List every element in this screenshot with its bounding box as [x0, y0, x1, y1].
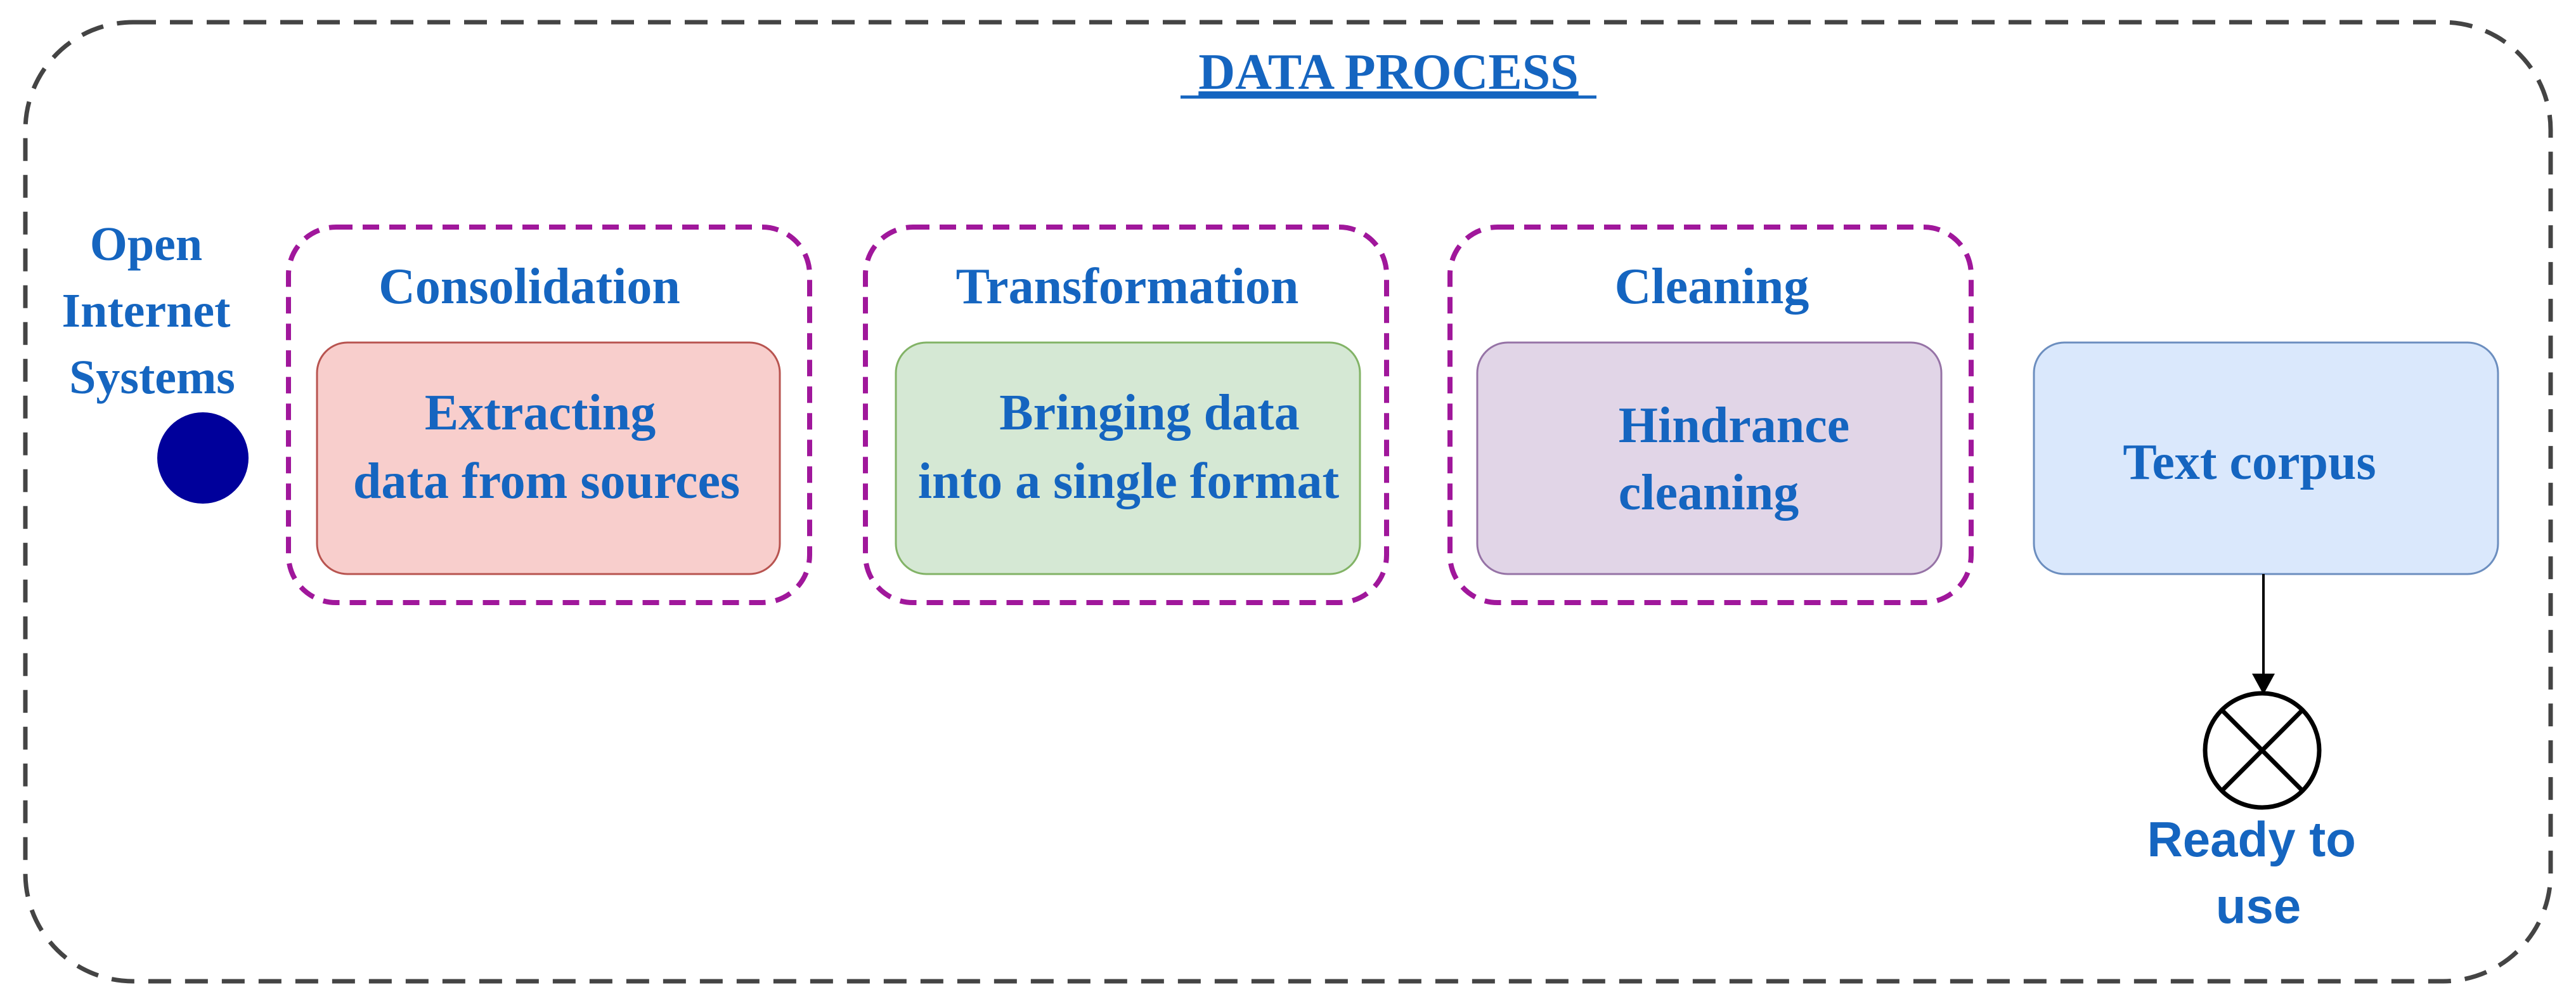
connector-arrowhead [2252, 674, 2275, 695]
group-label-transformation: Transformation [956, 259, 1299, 315]
stage-box-cleaning [1476, 341, 1943, 575]
group-border-consolidation [286, 225, 812, 605]
output-box-label: Text corpus [2123, 434, 2376, 490]
stage-box-text-transformation: Bringing data into a single format [918, 385, 1340, 509]
output-box-text-corpus [2033, 341, 2499, 575]
source-label: Open Internet Systems [62, 218, 243, 404]
stage-box-line: cleaning [1619, 465, 1799, 521]
group-border-cleaning [1447, 225, 1974, 605]
group-label-cleaning: Cleaning [1615, 259, 1809, 315]
diagram-title: DATA PROCESS [1198, 44, 1578, 100]
source-label-line: Systems [69, 351, 235, 404]
group-label-consolidation: Consolidation [379, 259, 680, 315]
end-event-label-line: Ready to [2147, 811, 2355, 867]
stage-box-line: into a single format [918, 454, 1340, 509]
stage-box-line: data from sources [353, 454, 740, 509]
source-label-line: Internet [62, 284, 231, 337]
stage-box-text-consolidation: Extracting data from sources [353, 385, 740, 509]
stage-box-line: Hindrance [1619, 398, 1849, 454]
outer-container [23, 20, 2553, 984]
group-border-transformation [863, 225, 1389, 605]
stage-box-line: Bringing data [999, 385, 1299, 441]
start-event-dot [157, 412, 249, 504]
stage-box-text-cleaning: Hindrance cleaning [1619, 398, 1862, 521]
source-label-line: Open [90, 218, 202, 271]
stage-box-transformation [895, 341, 1361, 575]
end-event-label-line: use [2216, 878, 2301, 934]
stage-box-line: Extracting [425, 385, 656, 441]
x-circle-icon [2203, 691, 2322, 810]
end-event-label: Ready to use [2147, 811, 2369, 934]
stage-box-consolidation [316, 341, 781, 575]
